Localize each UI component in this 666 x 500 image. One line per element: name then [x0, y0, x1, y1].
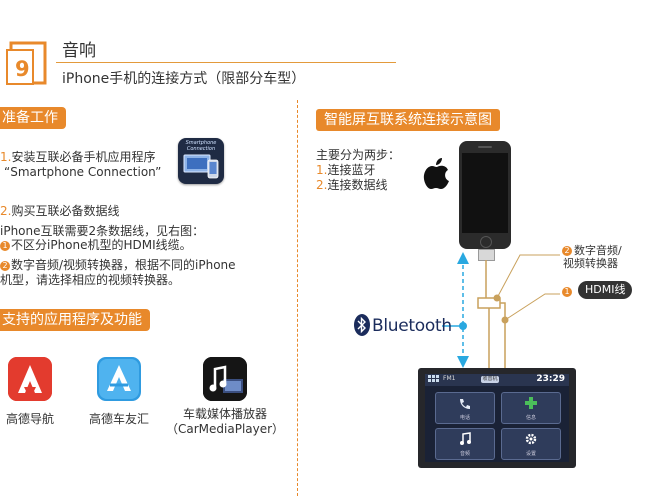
cable1-num: 1: [0, 241, 10, 251]
hdmi-label: HDMI线: [578, 281, 633, 299]
car-media-player-app-icon: [203, 357, 247, 401]
tile-label: 信息: [525, 415, 536, 421]
app-name-car-media-player-en: （CarMediaPlayer）: [166, 422, 285, 436]
phone-icon: [460, 399, 470, 409]
cable-intro: iPhone互联需要2条数据线，见右图：: [0, 224, 205, 238]
iphone-home-button: [480, 236, 492, 248]
smartphone-connection-app-icon: Smartphone Connection: [178, 138, 224, 184]
info-icon: [525, 397, 537, 409]
iphone-speaker: [478, 146, 492, 148]
bluetooth-label: Bluetooth: [372, 316, 452, 336]
head-unit-screen: FM1 收音机 23:29 电话 信息 音频: [425, 374, 569, 462]
title-rule: [56, 62, 396, 63]
step2: 2.购买互联必备数据线: [0, 204, 119, 219]
chapter-number-icon: 9: [6, 40, 50, 88]
cable1-text: 不区分iPhone机型的HDMI线缆。: [11, 238, 192, 252]
app-icon-label: Smartphone Connection: [185, 140, 217, 152]
tile-label: 电话: [459, 415, 470, 421]
bluetooth-icon: [354, 314, 370, 336]
diagram-tag: 智能屏互联系统连接示意图: [316, 109, 500, 131]
amap-navigation-app-icon: [8, 357, 52, 401]
app-name-car-media-player: 车载媒体播放器: [182, 407, 267, 421]
diagram-note-title: 主要分为两步：: [316, 148, 401, 162]
head-unit-radio: FM1: [443, 375, 456, 382]
apple-logo-icon: [422, 156, 452, 190]
head-unit-clock: 23:29: [536, 374, 565, 384]
cable2-text-line1: 数字音频/视频转换器，根据不同的iPhone: [11, 258, 236, 272]
step2-text: 购买互联必备数据线: [11, 204, 120, 218]
converter-label-line1: 数字音频/: [574, 244, 622, 257]
iphone-device: [459, 141, 511, 249]
step1-num: 1.: [0, 150, 12, 164]
prep-tag: 准备工作: [0, 107, 66, 129]
note-step1: 1.连接蓝牙: [316, 163, 375, 178]
head-unit-tile-audio: 音频: [435, 428, 495, 460]
note-step2-text: 连接数据线: [327, 178, 388, 192]
page-subtitle: iPhone手机的连接方式（限部分车型）: [62, 71, 306, 87]
tile-label: 设置: [525, 451, 536, 457]
app-name-amap-car-club: 高德车友汇: [88, 412, 149, 426]
apps-tag: 支持的应用程序及功能: [0, 309, 150, 331]
hdmi-badge: 1: [562, 287, 572, 297]
chapter-number: 9: [15, 57, 30, 81]
converter-label-line2: 视频转换器: [563, 257, 618, 270]
step1: 1.安装互联必备手机应用程序: [0, 150, 155, 165]
head-unit-tile-phone: 电话: [435, 392, 495, 424]
amap-car-club-app-icon: [97, 357, 141, 401]
note-step1-num: 1.: [316, 163, 328, 177]
gear-icon: [525, 433, 537, 445]
note-step2-num: 2.: [316, 178, 328, 192]
tile-label: 音频: [459, 451, 470, 457]
converter-badge: 2: [562, 246, 572, 256]
section-title: 音响: [62, 41, 96, 61]
grid-menu-icon: [428, 375, 439, 382]
head-unit-tile-info: 信息: [501, 392, 561, 424]
step1-text: 安装互联必备手机应用程序: [11, 150, 156, 164]
column-divider: [297, 100, 298, 496]
iphone-screen: [462, 153, 508, 233]
step2-num: 2.: [0, 204, 12, 218]
car-head-unit: FM1 收音机 23:29 电话 信息 音频: [418, 368, 576, 468]
note-step1-text: 连接蓝牙: [327, 163, 376, 177]
head-unit-tile-settings: 设置: [501, 428, 561, 460]
app-name-amap-navigation: 高德导航: [5, 412, 54, 426]
note-step2: 2.连接数据线: [316, 178, 387, 193]
head-unit-status-bar: FM1 收音机 23:29: [425, 374, 569, 386]
music-note-icon: [460, 432, 471, 445]
step1-app-name: “Smartphone Connection”: [4, 165, 162, 179]
cable2-text-line2: 机型，请选择相应的视频转换器。: [0, 273, 181, 287]
head-unit-source-pill: 收音机: [481, 376, 499, 383]
cable2-num: 2: [0, 261, 10, 271]
